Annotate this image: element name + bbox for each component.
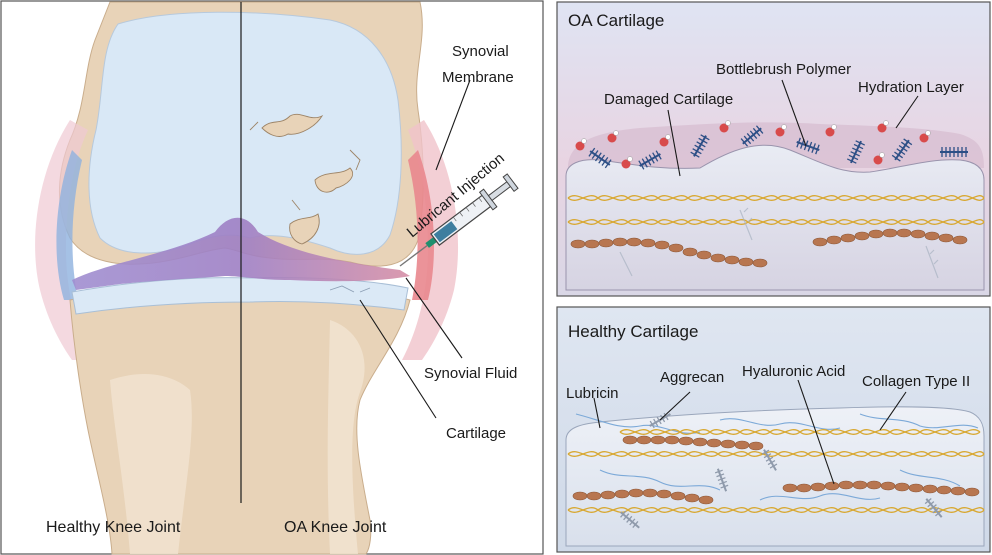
healthy-collagen-strands (567, 429, 985, 513)
leader-collagen (879, 391, 907, 431)
knee-panel: Synovial Membrane Lubricant Injection Sy… (0, 0, 544, 555)
label-cartilage: Cartilage (446, 425, 506, 442)
leader-synovial-fluid (405, 277, 463, 359)
label-aggrecan: Aggrecan (660, 369, 724, 386)
oa-tissue (565, 144, 985, 291)
leader-hydration (895, 95, 919, 129)
healthy-hyaluronic-chains (572, 435, 980, 505)
bottlebrush-polymers (588, 125, 968, 170)
water-molecules (575, 120, 931, 169)
leader-synovial-membrane (435, 79, 471, 171)
label-synovial-line1: Synovial (452, 43, 509, 60)
label-damaged-cartilage: Damaged Cartilage (604, 91, 733, 108)
healthy-cartilage-panel: Healthy Cartilage Lubricin Aggrecan Hyal… (556, 306, 991, 553)
label-collagen-type-ii: Collagen Type II (862, 373, 970, 390)
oa-cracks (249, 113, 361, 245)
leader-lubricin (593, 397, 601, 429)
label-bottlebrush: Bottlebrush Polymer (716, 61, 851, 78)
oa-hyaluronic-chains (570, 228, 968, 268)
healthy-panel-title: Healthy Cartilage (568, 322, 698, 341)
leader-damaged (667, 109, 681, 177)
label-synovial-fluid: Synovial Fluid (424, 365, 517, 382)
label-hydration-layer: Hydration Layer (858, 79, 964, 96)
caption-healthy-knee: Healthy Knee Joint (46, 519, 181, 536)
label-synovial-line2: Membrane (442, 69, 514, 86)
label-lubricin: Lubricin (566, 385, 619, 402)
leader-bottlebrush (781, 79, 807, 147)
label-hyaluronic-acid: Hyaluronic Acid (742, 363, 845, 380)
oa-aggrecan (619, 207, 939, 279)
oa-cartilage-cracks (329, 285, 371, 293)
oa-cartilage-panel: OA Cartilage Bottlebrush Polymer Damaged… (556, 1, 991, 297)
oa-collagen-strands (567, 195, 985, 225)
lubricin-strands (575, 413, 979, 501)
synovial-membrane-healthy-inner (56, 150, 82, 300)
syringe-icon (399, 173, 519, 267)
tibia-cartilage (71, 276, 409, 315)
femur-cartilage (88, 11, 402, 255)
synovial-membrane-oa-inner (408, 150, 434, 300)
leader-cartilage (359, 299, 437, 419)
fibula-shadow (110, 374, 192, 554)
caption-oa-knee: OA Knee Joint (284, 519, 387, 536)
leader-aggrecan (659, 391, 691, 421)
leader-hyaluronic (797, 379, 835, 485)
oa-panel-title: OA Cartilage (568, 11, 664, 30)
tibia-highlight (327, 320, 365, 554)
